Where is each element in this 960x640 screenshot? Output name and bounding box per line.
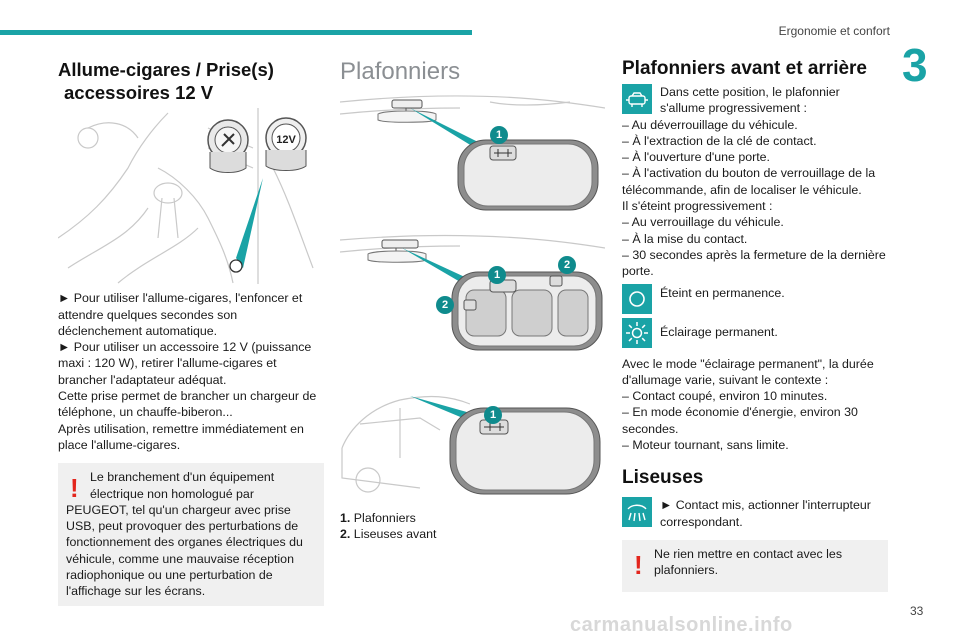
heading-front-rear-lights: Plafonniers avant et arrière bbox=[622, 58, 867, 79]
heading-reading-lights: Liseuses bbox=[622, 467, 704, 489]
socket-label: 12V bbox=[276, 134, 296, 146]
callout-1-middle: 1 bbox=[488, 266, 506, 284]
callout-1-bottom: 1 bbox=[484, 406, 502, 424]
callout-2-middle-left: 2 bbox=[436, 296, 454, 314]
chapter-number: 3 bbox=[902, 39, 928, 91]
socket-12v-icon: 12V bbox=[265, 117, 307, 172]
reading-light-icon bbox=[622, 497, 652, 528]
warning-text: Ne rien mettre en contact avec les plafo… bbox=[654, 546, 843, 578]
lighter-knob-icon bbox=[207, 119, 249, 174]
list-item: – À l'extraction de la clé de contact. bbox=[622, 133, 817, 148]
permanent-mode-text: Avec le mode "éclairage permanent", la d… bbox=[622, 356, 888, 454]
warning-box: ! Le branchement d'un équipement électri… bbox=[58, 463, 324, 606]
warning-icon: ! bbox=[70, 473, 79, 504]
footer-watermark: carmanualsonline.info bbox=[570, 614, 793, 636]
list-item: – En mode économie d'énergie, environ 30… bbox=[622, 405, 858, 436]
off-mode-row: Éteint en permanence. bbox=[622, 283, 888, 314]
callout-1-top: 1 bbox=[490, 126, 508, 144]
list-item: – Moteur tournant, sans limite. bbox=[622, 438, 789, 453]
paragraph: Cette prise permet de brancher un charge… bbox=[58, 389, 317, 420]
list-item: – Au verrouillage du véhicule. bbox=[622, 215, 784, 230]
door-mode-text: Dans cette position, le plafonnier s'all… bbox=[660, 85, 840, 116]
off-intro: Il s'éteint progressivement : bbox=[622, 199, 773, 214]
ceiling-light-illustration-2 bbox=[340, 234, 605, 351]
heading-ceiling-lights: Plafonniers bbox=[340, 58, 461, 85]
list-item: – 30 secondes après la fermeture de la d… bbox=[622, 247, 886, 279]
ceiling-light-illustration-1 bbox=[340, 95, 605, 211]
list-item: – À la mise du contact. bbox=[622, 231, 748, 246]
light-off-icon bbox=[622, 283, 652, 314]
warning-text-rest: PEUGEOT, tel qu'un chargeur avec prise U… bbox=[66, 502, 303, 599]
column-cigarette-lighter: Allume-cigares / Prise(s) accessoires 12… bbox=[58, 58, 324, 606]
list-item: – À l'activation du bouton de verrouilla… bbox=[622, 166, 876, 197]
header-accent-bar bbox=[0, 30, 472, 35]
warning-box-lights: ! Ne rien mettre en contact avec les pla… bbox=[622, 539, 888, 592]
paragraph: ► Pour utiliser un accessoire 12 V (puis… bbox=[58, 340, 312, 387]
reading-light-row: ► Contact mis, actionner l'interrupteur … bbox=[622, 497, 888, 530]
warning-text-first: Le branchement d'un équipement électriqu… bbox=[90, 470, 275, 501]
list-item: – Au déverrouillage du véhicule. bbox=[622, 117, 798, 132]
column-ceiling-lights: Plafonniers bbox=[340, 58, 605, 86]
list-item: – Contact coupé, environ 10 minutes. bbox=[622, 389, 828, 404]
paragraph: ► Pour utiliser l'allume-cigares, l'enfo… bbox=[58, 291, 303, 338]
usage-text: ► Pour utiliser l'allume-cigares, l'enfo… bbox=[58, 290, 324, 453]
legend-item: 2. Liseuses avant bbox=[340, 527, 437, 542]
list-item: – À l'ouverture d'une porte. bbox=[622, 150, 771, 165]
door-mode-row: Dans cette position, le plafonnier s'all… bbox=[622, 84, 888, 117]
heading-line-1: Allume-cigares / Prise(s) bbox=[58, 59, 274, 80]
paragraph: Après utilisation, remettre immédiatemen… bbox=[58, 421, 304, 452]
light-on-icon bbox=[622, 317, 652, 348]
on-mode-row: Éclairage permanent. bbox=[622, 317, 888, 348]
ceiling-light-illustration-3 bbox=[341, 395, 601, 495]
on-mode-text: Éclairage permanent. bbox=[660, 324, 778, 339]
warning-icon: ! bbox=[634, 549, 643, 580]
off-mode-text: Éteint en permanence. bbox=[660, 285, 785, 300]
column-front-rear-lights: Plafonniers avant et arrière Dans cette … bbox=[622, 58, 888, 592]
heading-cigarette-lighter: Allume-cigares / Prise(s) accessoires 12… bbox=[58, 58, 324, 104]
legend-item: 1. Plafonniers bbox=[340, 511, 416, 525]
page-number: 33 bbox=[910, 604, 924, 618]
perm-intro: Avec le mode "éclairage permanent", la d… bbox=[622, 356, 874, 387]
cigarette-lighter-illustration: 12V bbox=[58, 108, 314, 285]
reading-light-text: ► Contact mis, actionner l'interrupteur … bbox=[660, 498, 871, 529]
door-mode-icon bbox=[622, 84, 652, 114]
figure-legend: 1. Plafonniers 2. Liseuses avant bbox=[340, 510, 436, 543]
callout-2-middle-right: 2 bbox=[558, 256, 576, 274]
heading-line-2: accessoires 12 V bbox=[64, 82, 214, 104]
on-list: – Au déverrouillage du véhicule. – À l'e… bbox=[622, 117, 888, 280]
section-title: Ergonomie et confort bbox=[778, 24, 890, 38]
